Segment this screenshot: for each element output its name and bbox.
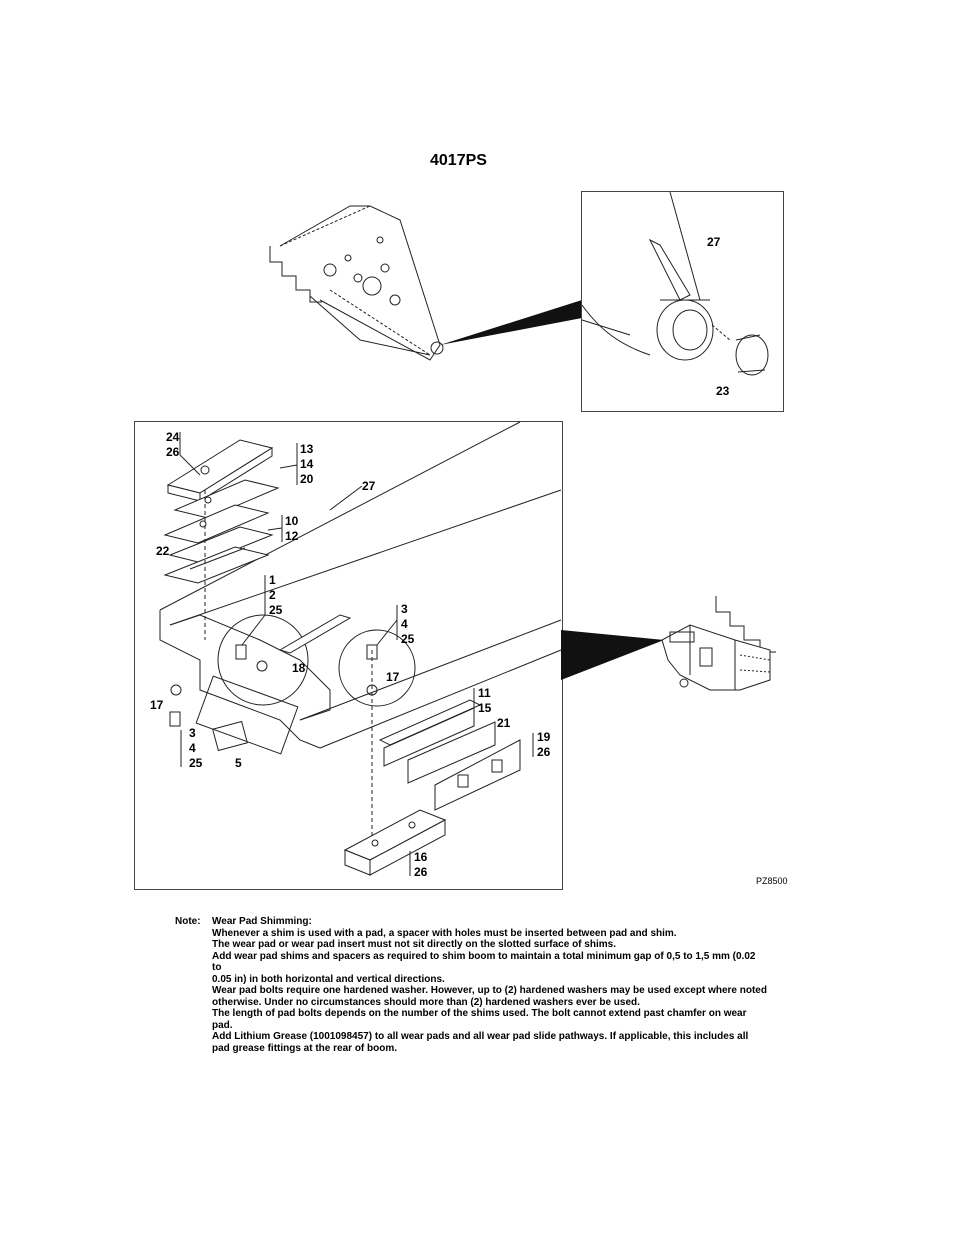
callout-26-side-pad: 26 [537,745,551,759]
callout-1: 1 [269,573,276,587]
callout-20: 20 [300,472,314,486]
callout-4-right: 4 [401,617,408,631]
note-line: Add Lithium Grease (1001098457) to all w… [212,1031,749,1042]
callout-12: 12 [285,529,299,543]
callout-15: 15 [478,701,492,715]
note-line: Wear pad bolts require one hardened wash… [212,985,767,996]
callout-10: 10 [285,514,299,528]
callout-3-left: 3 [189,726,196,740]
callout-16: 16 [414,850,428,864]
callout-27-boom: 27 [362,479,376,493]
callout-26-top-pad: 26 [166,445,180,459]
callout-11: 11 [478,686,491,700]
note-line: pad. [212,1019,233,1031]
callout-17-right: 17 [386,670,400,684]
callout-25-upper: 25 [269,603,283,617]
callout-26-bottom-pad: 26 [414,865,428,879]
callout-2: 2 [269,588,276,602]
note-line: Wear Pad Shimming: [212,916,312,927]
callout-24: 24 [166,430,180,444]
note-line: pad grease fittings at the rear of boom. [212,1042,398,1054]
note-label: Note: [175,916,201,927]
note-line: The wear pad or wear pad insert must not… [212,939,616,950]
note-line: Add wear pad shims and spacers as requir… [212,950,756,974]
callout-4-left: 4 [189,741,196,755]
page-title: 4017PS [430,152,487,169]
callout-23: 23 [716,384,730,398]
callout-5: 5 [235,756,242,770]
note-body: Wear Pad Shimming: Whenever a shim is us… [212,916,767,1054]
callout-25-right: 25 [401,632,415,646]
note-line: otherwise. Under no circumstances should… [212,996,640,1008]
note-line: 0.05 in) in both horizontal and vertical… [212,973,445,985]
callout-18: 18 [292,661,306,675]
callout-27-detail: 27 [707,235,721,249]
callout-21: 21 [497,716,511,730]
callout-14: 14 [300,457,314,471]
callout-13: 13 [300,442,314,456]
callout-17-left: 17 [150,698,164,712]
note-line: The length of pad bolts depends on the n… [212,1008,747,1019]
callout-3-right: 3 [401,602,408,616]
note-line: Whenever a shim is used with a pad, a sp… [212,927,677,939]
callout-22: 22 [156,544,170,558]
figure-id: PZ8500 [756,876,788,886]
callout-19: 19 [537,730,551,744]
callout-25-left: 25 [189,756,203,770]
